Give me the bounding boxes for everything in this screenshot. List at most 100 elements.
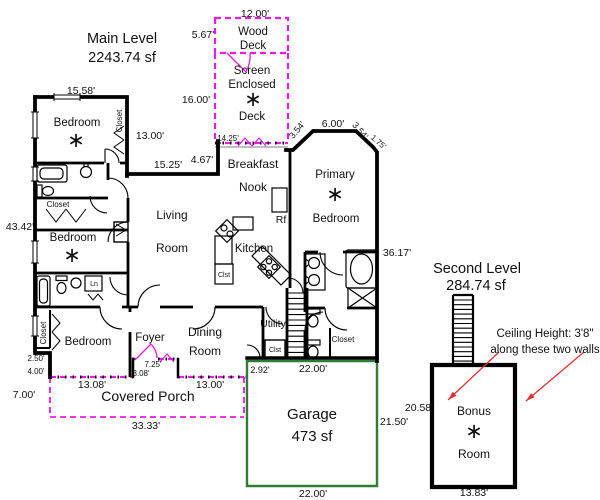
sink-handles-3 (305, 258, 309, 268)
covered-porch-outline (49, 377, 245, 418)
dim-rear-jog-b: 4.00' (27, 367, 45, 376)
dim-rear-jog-a: 2.50' (27, 354, 45, 363)
dim-porch-span-left: 13.08' (78, 379, 106, 391)
second-level-area: 284.74 sf (446, 278, 507, 294)
dim-screen-deck-depth: 16.00' (182, 94, 210, 106)
living-label-2: Room (156, 241, 188, 255)
vanity-counter (304, 253, 326, 291)
covered-porch-label: Covered Porch (101, 388, 194, 404)
west-wall (33, 95, 52, 379)
arrowhead-left (448, 391, 457, 400)
ceiling-note-line-1: Ceiling Height: 3'8" (496, 328, 593, 340)
kitchen-corner-sink (214, 218, 240, 244)
sink-handles-1 (83, 164, 89, 167)
dim-wood-deck-depth: 5.67' (192, 29, 214, 41)
bedroom1-closet-label: Closet (115, 109, 124, 132)
porch-back-walls (50, 357, 247, 379)
walkin-closet-label: Closet (332, 335, 355, 344)
upper-stair-sides (451, 293, 475, 365)
kitchen-label: Kitchen (235, 243, 273, 255)
stair-closet-box (264, 339, 286, 359)
sink-handles-4 (305, 275, 309, 285)
dim-wood-deck-width: 12.00' (241, 8, 269, 20)
kitchen-closet-label: Clst (218, 272, 230, 279)
bay-and-east-wall (284, 129, 379, 363)
door-swings (89, 148, 348, 359)
bedroom2-closet-bifold (115, 223, 127, 237)
nook-screen-windows (237, 137, 267, 147)
bedroom2-closet-box (113, 221, 129, 243)
bath2-door (109, 276, 129, 296)
sink-symbol-1 (79, 165, 93, 179)
primary-bath-door (319, 251, 344, 276)
ceiling-note: Ceiling Height: 3'8" along these two wal… (490, 328, 600, 356)
bedroom3-closet-bifold (51, 313, 61, 351)
interior-walls (35, 150, 377, 377)
stove-box (256, 254, 282, 280)
garage-area-label: 473 sf (292, 428, 334, 445)
hall-door-a (107, 177, 129, 199)
stair-entry-door (287, 277, 304, 294)
bedroom1-label: Bedroom (54, 117, 101, 129)
linen-bifold (87, 293, 104, 301)
kitchen-sink-basin-2 (226, 230, 234, 238)
foyer-living-door (137, 284, 161, 308)
wood-deck-outline (213, 16, 290, 55)
breakfast-label-1: Breakfast (228, 157, 279, 171)
fridge-label: Rf (276, 214, 287, 226)
primary-label-1: Primary (315, 169, 355, 181)
second-level-stairs (451, 293, 475, 365)
garage-labels: Garage 473 sf 21.50' 22.00' (287, 406, 408, 500)
foyer-screen-window (159, 353, 175, 363)
powder-door (304, 311, 324, 331)
bathtub-inner-1 (39, 167, 64, 180)
upper-stair-treads (453, 299, 473, 362)
utility-door (265, 306, 284, 325)
hall-closet-bifold (45, 208, 87, 223)
toilet-bowl-1 (41, 185, 55, 197)
stair-closet-label: Clst (269, 347, 281, 354)
dim-east-side: 36.17' (383, 247, 411, 259)
window-symbols (31, 93, 81, 337)
bonus-fan-symbol: ∗ (465, 420, 483, 443)
toilet-tank-4 (305, 339, 321, 346)
toilet-tank-2 (55, 275, 68, 282)
garage-walls (245, 359, 379, 488)
toilet-bowl-2 (56, 281, 67, 295)
bedroom3-label: Bedroom (65, 336, 112, 348)
kitchen-sink-basin-1 (220, 224, 228, 232)
corner-sink-box (214, 218, 240, 244)
dining-label-1: Dining (188, 325, 222, 339)
dim-nook-offset: 4.67' (191, 154, 213, 166)
bedroom1-fan-symbol: ∗ (67, 129, 85, 152)
burner-2 (271, 263, 278, 271)
main-stair-treads (288, 292, 306, 353)
stove-symbol (256, 254, 282, 280)
bedroom2-bottom-wall (35, 271, 130, 307)
kitchen-counter-top-arm (232, 216, 254, 231)
dim-living-top: 15.25' (154, 159, 182, 171)
kitchen-closet-box (214, 263, 234, 285)
window-west-bedroom1 (31, 111, 39, 139)
foyer-step-walls (131, 357, 180, 379)
walkin-closet-door (324, 307, 348, 331)
burner-4 (265, 269, 273, 276)
porch-post-dots (50, 141, 288, 379)
shower-symbol (347, 287, 378, 309)
sink-symbol-4 (307, 273, 321, 287)
stove-counter-band (251, 245, 292, 286)
bedroom1-door (104, 148, 120, 164)
window-west-bath1 (31, 166, 39, 182)
garage-entry-door (246, 344, 261, 359)
bedroom2-label: Bedroom (50, 232, 97, 244)
burner-3 (260, 263, 267, 271)
ceiling-note-line-2: along these two walls (490, 344, 600, 356)
second-level-title: Second Level (433, 261, 521, 277)
hall-closet-label: Closet (47, 200, 70, 209)
deck-outlines (49, 16, 290, 418)
living-label-1: Living (156, 208, 187, 222)
linen-closet-box (84, 275, 103, 292)
dim-foyer-front: 7.25' (144, 360, 162, 369)
